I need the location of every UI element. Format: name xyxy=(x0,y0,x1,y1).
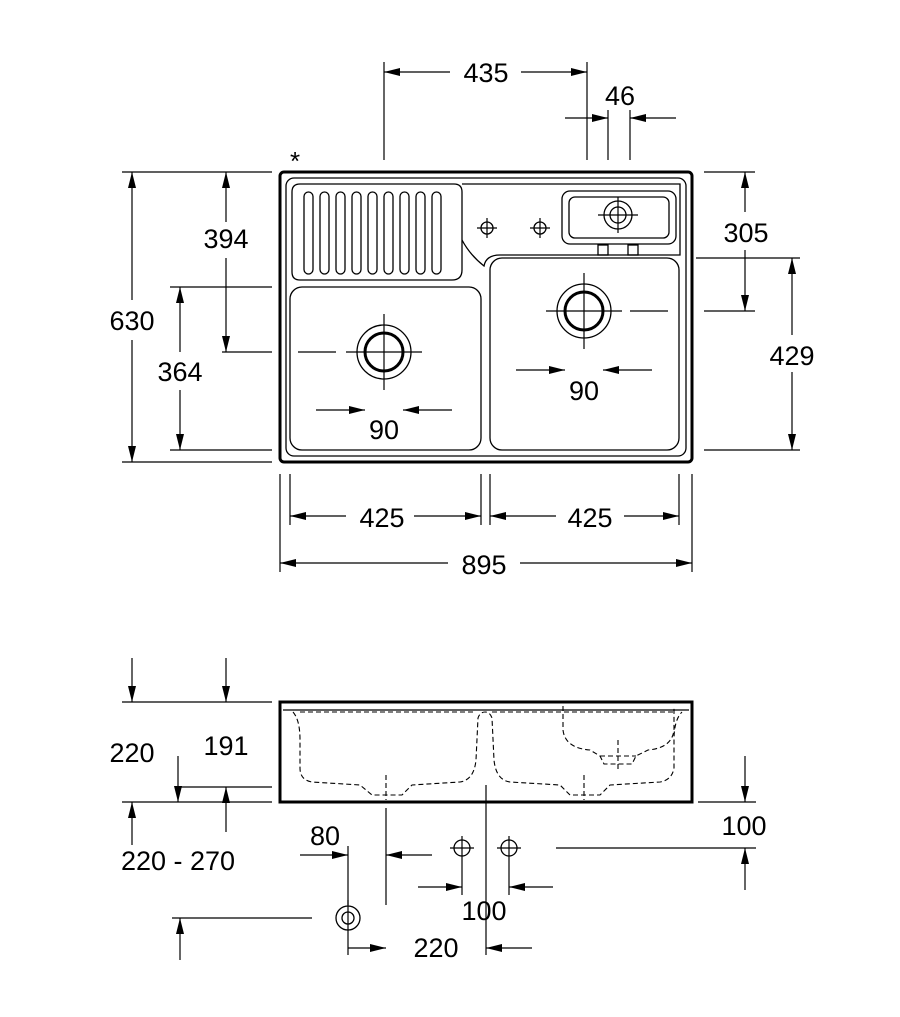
dim-220-label: 220 xyxy=(109,738,154,768)
dim-46-label: 46 xyxy=(605,81,635,111)
dim-425-left-label: 425 xyxy=(359,503,404,533)
dim-394-label: 394 xyxy=(203,224,248,254)
dimension-435: 435 xyxy=(383,58,588,160)
dimension-220: 220 xyxy=(109,658,272,845)
dim-191-label: 191 xyxy=(203,731,248,761)
dimension-191: 191 xyxy=(174,658,272,832)
small-basin xyxy=(561,190,677,245)
dim-305-label: 305 xyxy=(723,218,768,248)
dimension-46: 46 xyxy=(565,81,676,160)
dimension-394: 394 xyxy=(203,172,272,353)
left-drain-icon xyxy=(298,314,422,390)
dimension-220-bottom: 220 xyxy=(348,933,532,963)
dimension-mount-range xyxy=(172,917,312,960)
small-basin-drain-icon xyxy=(598,197,638,233)
dimension-429: 429 xyxy=(696,257,815,451)
waste-hole-left-icon xyxy=(450,836,474,860)
dim-90-left-label: 90 xyxy=(369,415,399,445)
dim-435-label: 435 xyxy=(463,58,508,88)
dim-90-right-label: 90 xyxy=(569,376,599,406)
sink-outline xyxy=(278,170,694,464)
tap-deck xyxy=(461,183,681,268)
dimension-364: 364 xyxy=(157,286,272,451)
dimension-80: 80 xyxy=(300,821,432,905)
right-bowl xyxy=(489,257,680,451)
dim-630-label: 630 xyxy=(109,306,154,336)
asterisk-mark: * xyxy=(290,146,300,176)
pipe-connection-icon xyxy=(335,900,361,955)
dimension-90-right: 90 xyxy=(516,366,652,406)
tap-hole-marker-right xyxy=(530,218,550,238)
dimension-425-left: 425 xyxy=(289,474,482,533)
right-drain-icon xyxy=(546,273,668,349)
dimension-630: 630 xyxy=(109,171,272,463)
dimension-90-left: 90 xyxy=(316,406,452,445)
left-bowl-hidden-outline xyxy=(292,711,683,796)
dim-220-bottom-label: 220 xyxy=(413,933,458,963)
side-view: 220 191 100 220 - 270 xyxy=(109,658,767,963)
dimension-305: 305 xyxy=(704,171,769,312)
left-bowl xyxy=(289,286,482,451)
dim-895-label: 895 xyxy=(461,550,506,580)
dimension-895: 895 xyxy=(279,474,693,580)
dim-425-right-label: 425 xyxy=(567,503,612,533)
drainer-grooves xyxy=(303,191,442,275)
dim-80-label: 80 xyxy=(310,821,340,851)
dimension-100-spacing: 100 xyxy=(418,860,553,926)
dim-364-label: 364 xyxy=(157,357,202,387)
sink-inner-rim xyxy=(285,177,687,457)
dim-100-spacing-label: 100 xyxy=(461,896,506,926)
top-view: * xyxy=(109,58,814,580)
mount-range-label: 220 - 270 xyxy=(121,846,235,876)
drainer-board xyxy=(291,183,463,281)
dim-429-label: 429 xyxy=(769,341,814,371)
tap-hole-marker-left xyxy=(477,218,497,238)
dimension-100-height: 100 xyxy=(556,756,767,890)
waste-hole-right-icon xyxy=(497,836,521,860)
small-basin-hidden-outline xyxy=(562,706,675,765)
dimension-425-right: 425 xyxy=(489,474,680,533)
dim-100-height-label: 100 xyxy=(721,811,766,841)
